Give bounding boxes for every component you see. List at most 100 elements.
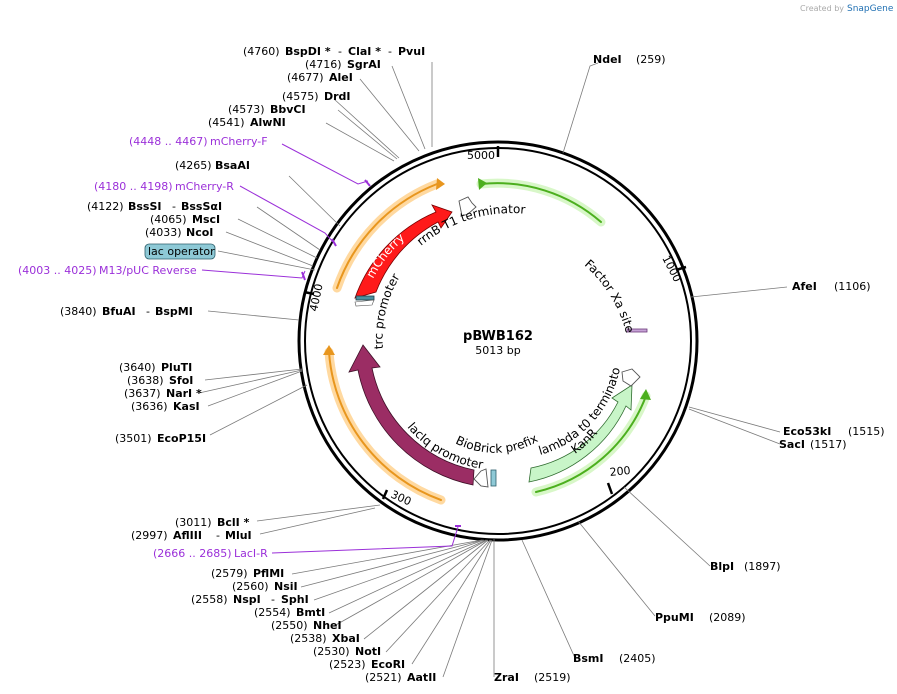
site-name: EcoRI	[371, 658, 405, 671]
site-pos: (2560)	[232, 580, 269, 593]
primer-name: M13/pUC Reverse	[99, 264, 197, 277]
site-name: AleI	[329, 71, 353, 84]
orange-arc-top-arrow	[436, 178, 445, 190]
site-name: BclI *	[217, 516, 250, 529]
site-name: MscI	[192, 213, 220, 226]
green-arc-top-arrow	[478, 178, 487, 190]
site-pos: (2521)	[365, 671, 402, 684]
site-pos: (2997)	[131, 529, 168, 542]
factor-xa-label: Factor Xa site	[582, 257, 637, 335]
site-name: AatII	[407, 671, 436, 684]
site-pos: (1897)	[744, 560, 781, 573]
site-pos: (2089)	[709, 611, 746, 624]
laci-arrow	[348, 344, 475, 486]
site-pos: (3636)	[131, 400, 168, 413]
right-site-labels: NdeI (259) AfeI (1106) Eco53kI (1515) Sa…	[494, 53, 885, 684]
site-name: PvuI	[398, 45, 425, 58]
site-pos: (4541)	[208, 116, 245, 129]
site-pos: (3840)	[60, 305, 97, 318]
site-name: PflMI	[253, 567, 284, 580]
lac-operator-box	[355, 295, 375, 301]
site-pos: (4716)	[305, 58, 342, 71]
site-name: BbvCI	[270, 103, 306, 116]
site-pos: (3011)	[175, 516, 212, 529]
site-name: NdeI	[593, 53, 622, 66]
site-name: BsaAI	[215, 159, 250, 172]
primer-range: (4448 .. 4467)	[129, 135, 208, 148]
site-name: KasI	[173, 400, 200, 413]
site-name: SacI	[779, 438, 805, 451]
site-name: NsiI	[274, 580, 298, 593]
tick-mark-3000	[381, 489, 389, 500]
site-pos: (4265)	[175, 159, 212, 172]
tick-label-5000: 5000	[467, 149, 495, 162]
site-pos: (3637)	[124, 387, 161, 400]
site-name: XbaI	[332, 632, 360, 645]
factor-xa-box	[626, 328, 648, 333]
site-sep: -	[146, 305, 150, 318]
site-name: NotI	[355, 645, 381, 658]
site-pos: (1517)	[810, 438, 847, 451]
site-pos: (3638)	[127, 374, 164, 387]
lambda-terminator-icon	[621, 368, 641, 387]
primer-range: (4180 .. 4198)	[94, 180, 173, 193]
leader-lines-right	[493, 62, 788, 677]
primer-mark-m13	[301, 271, 306, 281]
primer-mark-mcherry-r	[331, 238, 337, 247]
backbone-outer	[297, 140, 699, 542]
trc-promoter-icon	[354, 299, 375, 307]
site-name: AfeI	[792, 280, 817, 293]
site-pos: (2550)	[271, 619, 308, 632]
site-name: NspI	[233, 593, 261, 606]
credit-brand: SnapGene	[847, 4, 894, 14]
site-sep: -	[216, 529, 220, 542]
site-pos: (4033)	[145, 226, 182, 239]
tick-mark-1000	[675, 265, 687, 272]
site-pos: (2538)	[290, 632, 327, 645]
site-name: BspDI *	[285, 45, 331, 58]
site-pos: (2558)	[191, 593, 228, 606]
site-pos: (2523)	[329, 658, 366, 671]
site-pos: (2579)	[211, 567, 248, 580]
site-name: BspMI	[155, 305, 193, 318]
green-arc-bottom	[535, 395, 647, 493]
site-sep: -	[271, 593, 275, 606]
plasmid-name: pBWB162	[463, 329, 533, 344]
site-name: Eco53kI	[783, 425, 831, 438]
site-pos: (4065)	[150, 213, 187, 226]
site-pos: (2405)	[619, 652, 656, 665]
site-name: SgrAI	[347, 58, 381, 71]
biobrick-prefix-box	[490, 469, 497, 487]
site-sep: -	[388, 45, 392, 58]
orange-arc-top	[336, 183, 438, 289]
primer-name: mCherry-R	[175, 180, 234, 193]
site-name: ClaI *	[348, 45, 381, 58]
site-pos: (1515)	[848, 425, 885, 438]
site-name: NheI	[313, 619, 342, 632]
site-sep: -	[338, 45, 342, 58]
site-name: BfuAI	[102, 305, 136, 318]
site-name: AlwNI	[250, 116, 286, 129]
site-pos: (4575)	[282, 90, 319, 103]
lac-operator-label: lac operator	[148, 245, 215, 258]
mcherry-arrow	[354, 204, 453, 299]
site-pos: (3640)	[119, 361, 156, 374]
site-pos: (3501)	[115, 432, 152, 445]
site-name: SphI	[281, 593, 309, 606]
site-name: NarI *	[166, 387, 202, 400]
site-pos: (4760)	[243, 45, 280, 58]
orange-arc-bottom	[328, 351, 442, 501]
site-pos: (259)	[636, 53, 666, 66]
primer-leaders	[201, 143, 459, 554]
primer-name: LacI-R	[234, 547, 268, 560]
biobrick-label: BioBrick prefix	[454, 431, 540, 456]
site-name: BmtI	[296, 606, 325, 619]
site-name: EcoP15I	[157, 432, 206, 445]
site-pos: (4573)	[228, 103, 265, 116]
site-name: BssSI	[128, 200, 162, 213]
rrnb-terminator-icon	[458, 196, 477, 217]
site-name: BsmI	[573, 652, 604, 665]
site-name: BssSαI	[181, 200, 222, 213]
site-name: AflIII	[173, 529, 202, 542]
